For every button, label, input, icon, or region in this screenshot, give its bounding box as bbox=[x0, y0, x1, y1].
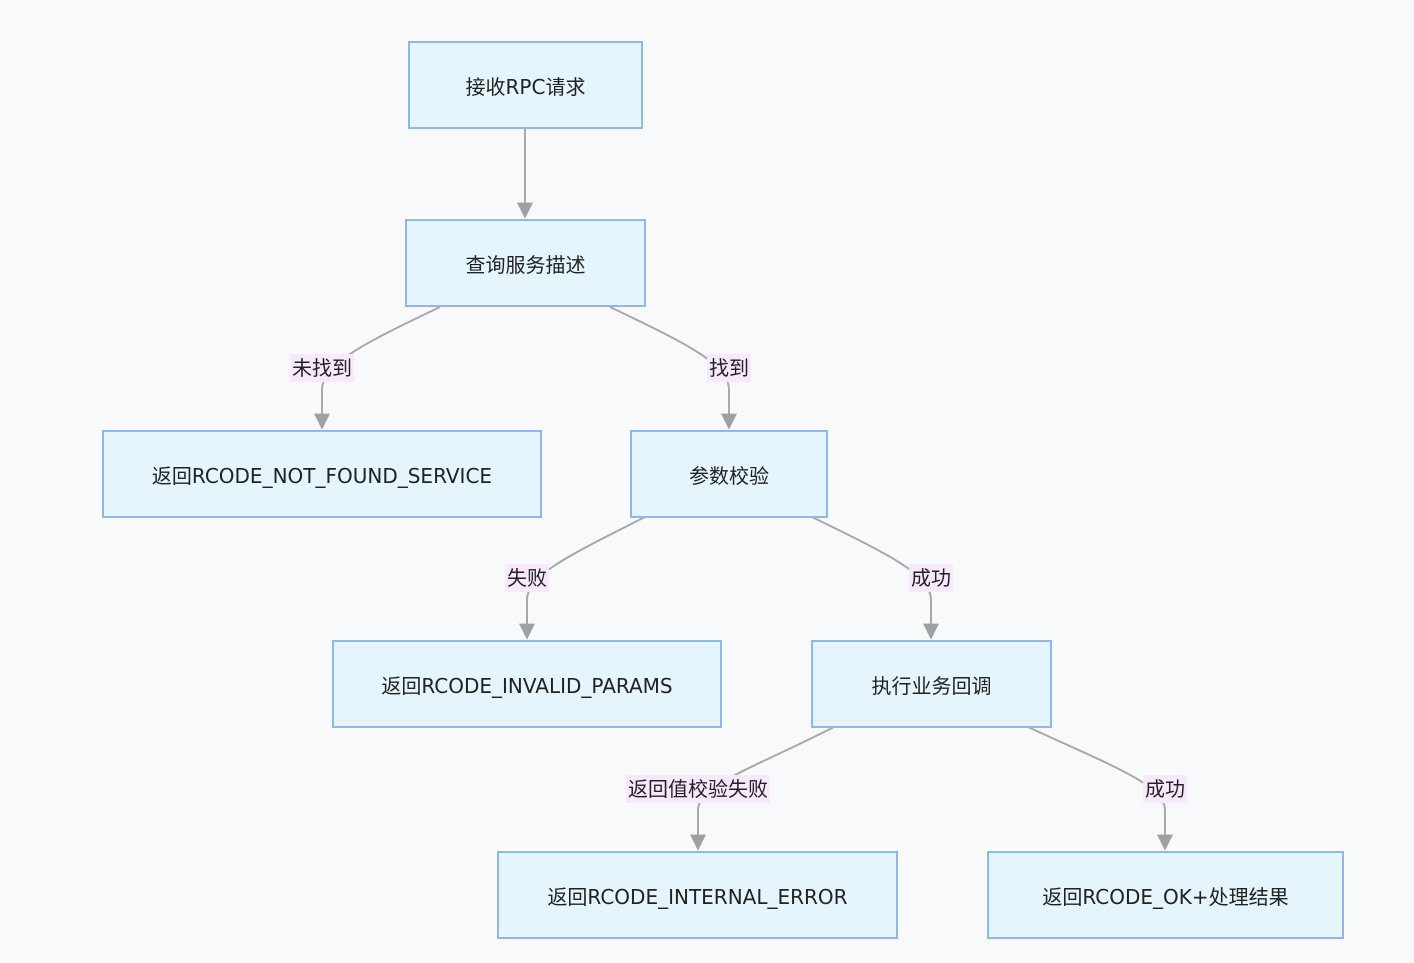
node-receive-rpc: 接收RPC请求 bbox=[408, 41, 643, 129]
edge-validate-to-invalid bbox=[519, 516, 646, 640]
edge-label-not-found: 未找到 bbox=[290, 354, 354, 382]
node-param-validate: 参数校验 bbox=[630, 430, 828, 518]
edge-query-to-validate bbox=[609, 306, 737, 430]
node-return-ok: 返回RCODE_OK+处理结果 bbox=[987, 851, 1344, 939]
edge-validate-to-execute bbox=[811, 516, 939, 640]
edge-execute-to-ok bbox=[1027, 726, 1173, 851]
edge-label-retcheck-fail: 返回值校验失败 bbox=[626, 775, 770, 803]
edge-label-fail: 失败 bbox=[505, 564, 549, 592]
node-query-service: 查询服务描述 bbox=[405, 219, 646, 307]
node-return-internal-error: 返回RCODE_INTERNAL_ERROR bbox=[497, 851, 898, 939]
node-execute-callback: 执行业务回调 bbox=[811, 640, 1052, 728]
edge-label-found: 找到 bbox=[707, 354, 751, 382]
edge-label-success-ok: 成功 bbox=[1143, 775, 1187, 803]
node-return-not-found: 返回RCODE_NOT_FOUND_SERVICE bbox=[102, 430, 542, 518]
node-return-invalid-params: 返回RCODE_INVALID_PARAMS bbox=[332, 640, 722, 728]
edge-label-success: 成功 bbox=[909, 564, 953, 592]
